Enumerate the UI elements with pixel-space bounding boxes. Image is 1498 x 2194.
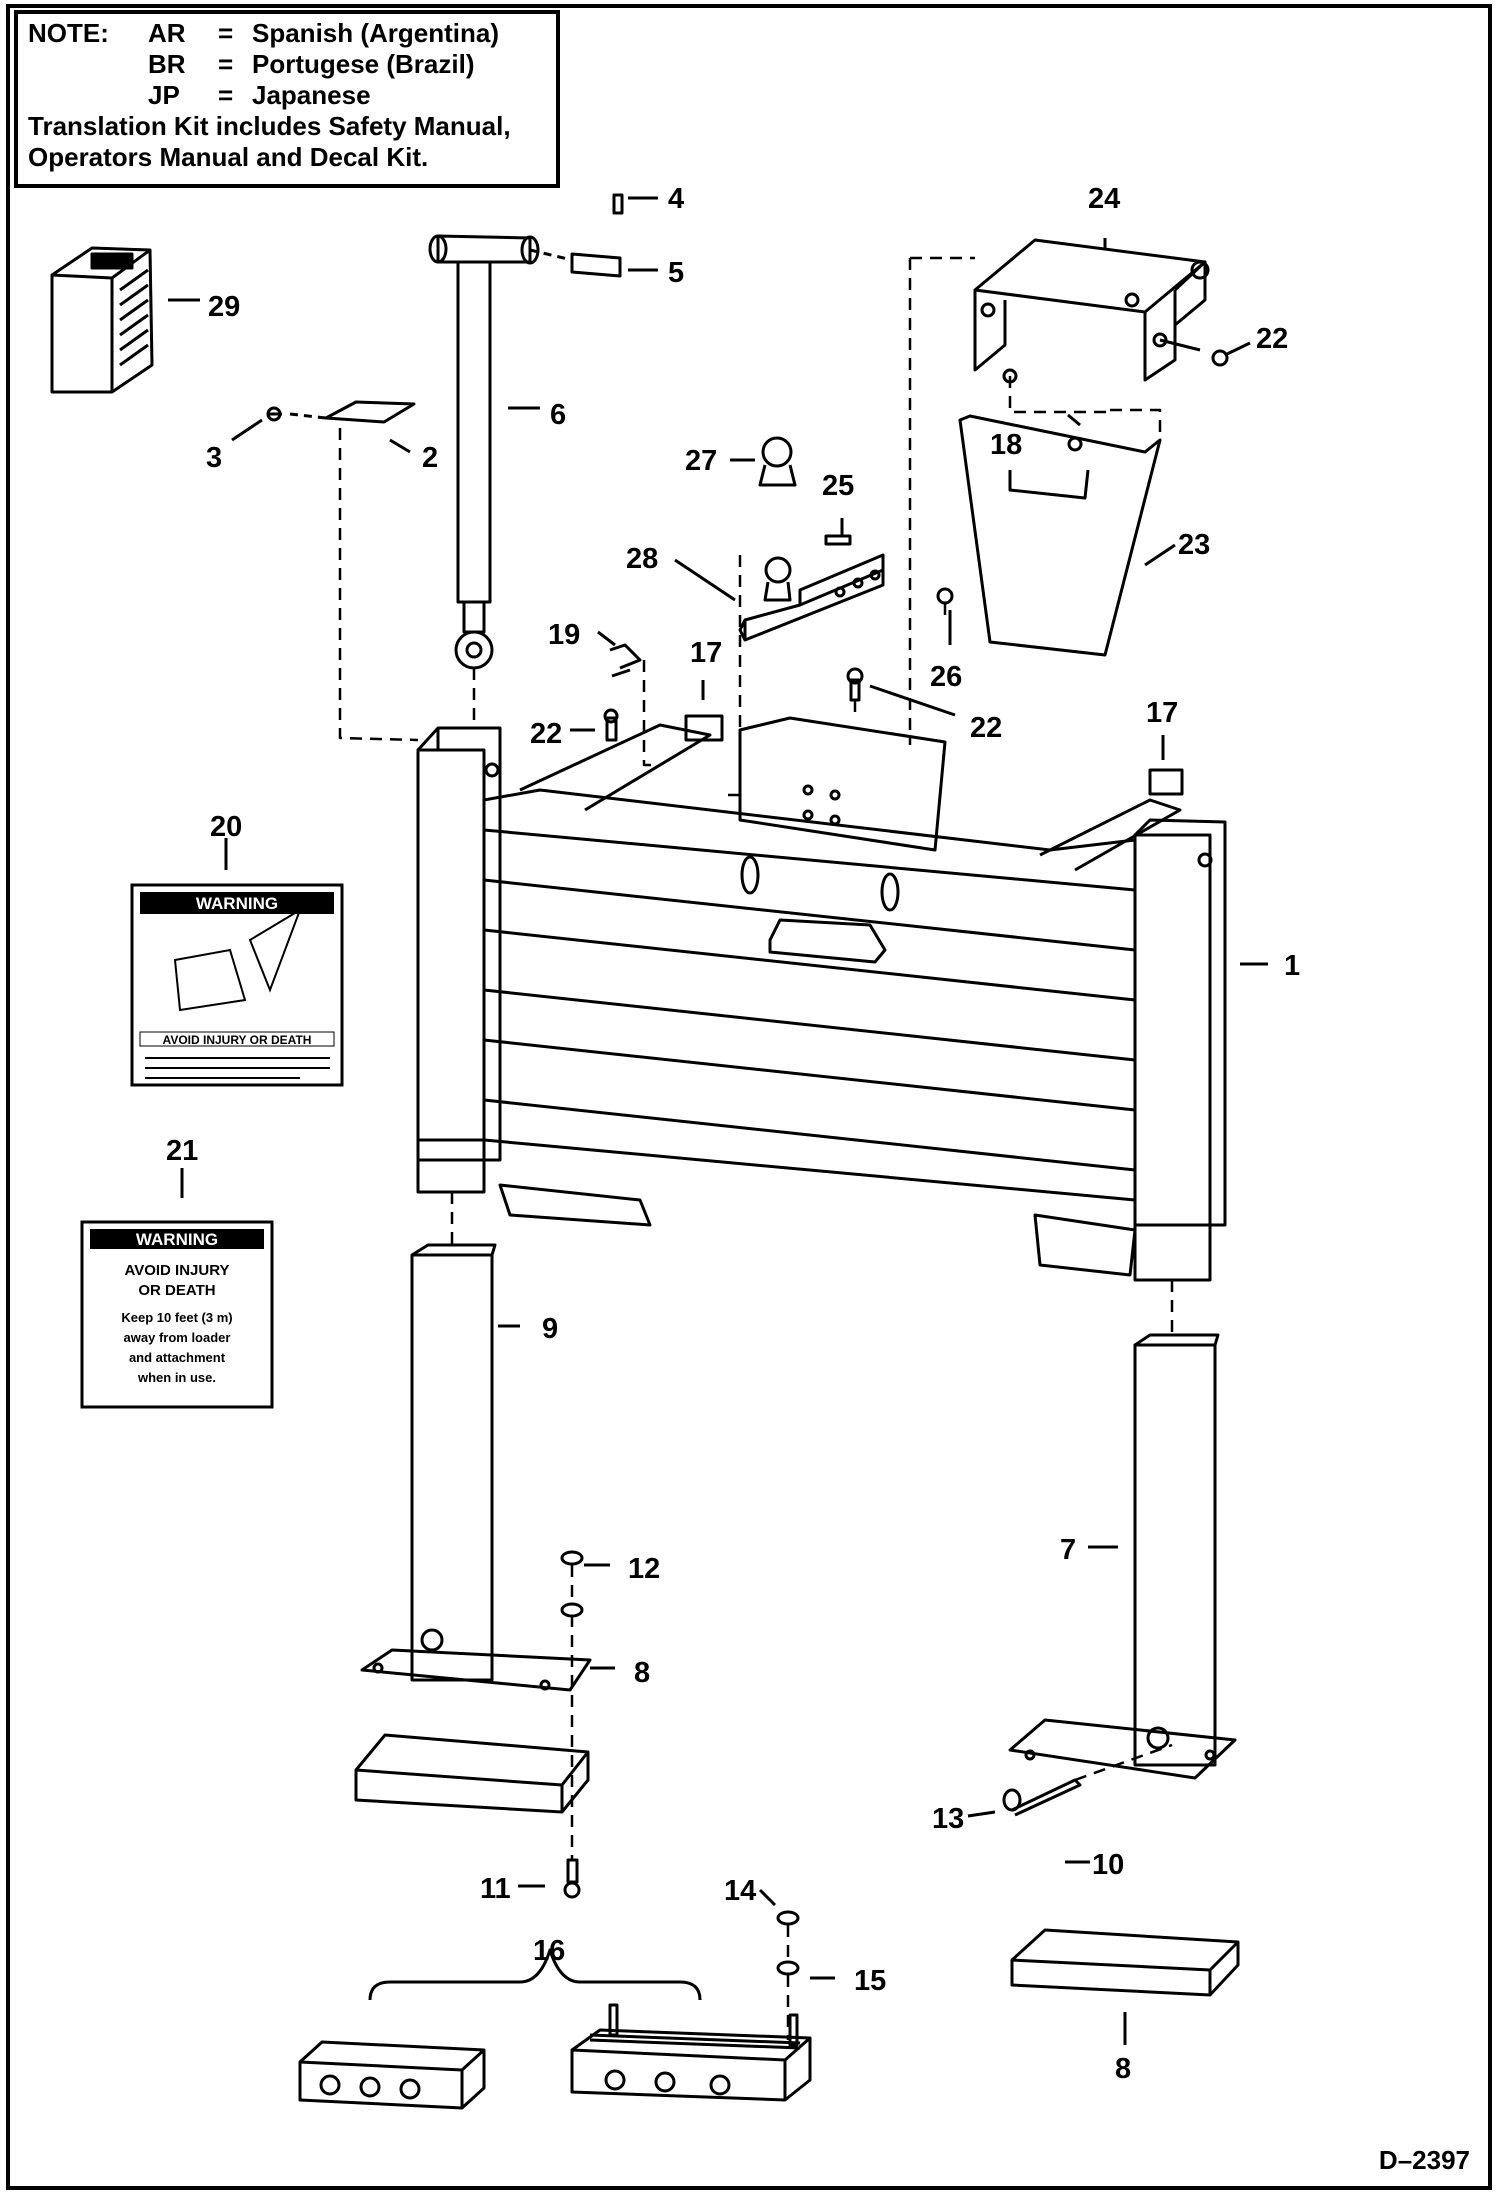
note-lang: Portugese (Brazil) <box>252 49 475 79</box>
leader-lines <box>168 196 1268 2045</box>
foot-pad-drawing <box>354 1733 1240 1997</box>
callout-22c: 22 <box>970 712 1002 744</box>
callout-28: 28 <box>626 543 658 575</box>
callout-3: 3 <box>206 442 222 474</box>
callout-23: 23 <box>1178 529 1210 561</box>
note-row-jp: JP = Japanese <box>28 80 546 111</box>
callout-2: 2 <box>422 442 438 474</box>
callout-24: 24 <box>1088 183 1120 215</box>
decal20-title: AVOID INJURY OR DEATH <box>163 1033 312 1047</box>
callout-20: 20 <box>210 811 242 843</box>
callout-13: 13 <box>932 1803 964 1835</box>
decal21-line1: Keep 10 feet (3 m) <box>121 1310 232 1325</box>
callout-17: 17 <box>690 637 722 669</box>
manual-kit-drawing <box>50 246 154 394</box>
callout-11: 11 <box>480 1873 511 1905</box>
decal21-line4: when in use. <box>137 1370 216 1385</box>
note-line-2: Operators Manual and Decal Kit. <box>28 142 429 172</box>
callout-18: 18 <box>990 429 1022 461</box>
decal21-title2: OR DEATH <box>138 1282 215 1299</box>
hardware-drawing <box>560 1550 1082 1976</box>
decal21-line2: away from loader <box>124 1330 231 1345</box>
decal21-title1: AVOID INJURY <box>124 1262 229 1279</box>
warning-decal-21: WARNING AVOID INJURY OR DEATH Keep 10 fe… <box>80 1220 274 1409</box>
note-lang: Japanese <box>252 80 371 110</box>
cylinder-drawing <box>428 234 540 670</box>
note-row-ar: NOTE: AR = Spanish (Argentina) <box>28 18 546 49</box>
callout-10: 10 <box>1092 1849 1124 1881</box>
cover-plate-drawing <box>266 400 416 424</box>
note-eq: = <box>218 18 234 48</box>
decal21-line3: and attachment <box>129 1350 226 1365</box>
retainer-clip-drawing <box>603 643 642 742</box>
callout-22b: 22 <box>530 718 562 750</box>
callout-15: 15 <box>854 1965 886 1997</box>
left-leg-drawing <box>360 1243 592 1692</box>
note-line-1: Translation Kit includes Safety Manual, <box>28 111 511 141</box>
callout-17b: 17 <box>1146 697 1178 729</box>
callout-labels: 29 3 2 6 4 5 24 22 18 23 27 25 28 26 19 … <box>166 183 1300 2085</box>
center-bolt-drawing <box>846 667 864 702</box>
drawing-number: D–2397 <box>1378 2145 1470 2175</box>
callout-9: 9 <box>542 1313 558 1345</box>
note-code: AR <box>148 18 186 48</box>
mount-bracket-drawing <box>973 238 1229 382</box>
note-code: BR <box>148 49 186 79</box>
callout-6: 6 <box>550 399 566 431</box>
callout-12: 12 <box>628 1553 660 1585</box>
callout-14: 14 <box>724 1875 756 1907</box>
callout-8: 8 <box>634 1657 650 1689</box>
assembly-lines <box>338 256 1174 2040</box>
callout-1: 1 <box>1284 950 1300 982</box>
note-eq: = <box>218 49 234 79</box>
warning-decal-20: WARNING AVOID INJURY OR DEATH <box>130 883 344 1087</box>
note-head: NOTE: <box>28 18 109 48</box>
note-code: JP <box>148 80 180 110</box>
callout-4: 4 <box>668 183 684 215</box>
counterweight-drawing <box>298 1948 812 2110</box>
note-row-br: BR = Portugese (Brazil) <box>28 49 546 80</box>
callout-8b: 8 <box>1115 2053 1131 2085</box>
callout-5: 5 <box>668 257 684 289</box>
note-lang: Spanish (Argentina) <box>252 18 500 48</box>
callout-16: 16 <box>533 1935 565 1967</box>
callout-29: 29 <box>208 291 240 323</box>
right-leg-drawing <box>1008 1333 1237 1780</box>
page-border <box>6 4 1492 2190</box>
main-frame-drawing <box>416 714 1227 1282</box>
hitch-plate-drawing <box>738 534 954 642</box>
callout-26: 26 <box>930 661 962 693</box>
callout-7: 7 <box>1060 1534 1076 1566</box>
callout-27: 27 <box>685 445 717 477</box>
note-eq: = <box>218 80 234 110</box>
translation-note: NOTE: AR = Spanish (Argentina) BR = Port… <box>14 10 560 188</box>
pin-drawing <box>529 193 624 278</box>
callout-25: 25 <box>822 470 854 502</box>
decal21-header: WARNING <box>136 1230 218 1249</box>
decal20-header: WARNING <box>196 894 278 913</box>
callout-22: 22 <box>1256 323 1288 355</box>
callout-21: 21 <box>166 1135 198 1167</box>
hitch-ball-drawing <box>758 436 797 487</box>
callout-19: 19 <box>548 619 580 651</box>
